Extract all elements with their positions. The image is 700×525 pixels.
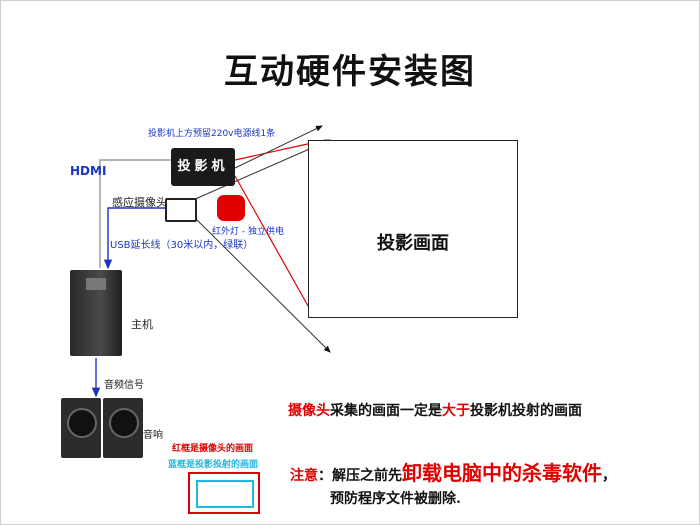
camera-device xyxy=(165,198,197,222)
warning-line2: 预防程序文件被删除. xyxy=(330,491,461,507)
projection-area-label: 投影画面 xyxy=(377,233,449,254)
host-computer xyxy=(70,270,122,356)
speaker-right xyxy=(103,398,143,458)
host-label: 主机 xyxy=(131,318,153,331)
warning-colon: ： xyxy=(318,468,332,484)
audio-signal-label: 音频信号 xyxy=(104,380,144,391)
camera-note-part3: 大于 xyxy=(442,403,470,419)
projection-area: 投影画面 xyxy=(308,140,518,318)
warning-label: 注意 xyxy=(290,468,318,484)
legend-blue-frame xyxy=(196,480,254,508)
projector-ray-mid xyxy=(234,125,323,169)
projector-ray-top xyxy=(234,142,313,161)
camera-note-part2: 采集的画面一定是 xyxy=(330,403,442,419)
camera-note-part4: 投影机投射的画面 xyxy=(470,403,582,419)
warning-part1: 解压之前先 xyxy=(332,468,402,484)
legend-blue-text: 蓝框是投影投射的画面 xyxy=(168,460,259,470)
hdmi-label: HDMI xyxy=(70,164,107,178)
ir-light-device xyxy=(217,195,245,221)
legend-red-text: 红框是摄像头的画面 xyxy=(172,444,254,454)
usb-cable xyxy=(103,207,165,270)
projector-label: 投影机 xyxy=(177,159,229,174)
camera-ray-bottom xyxy=(192,215,331,353)
hdmi-cable xyxy=(99,159,171,268)
projector-device: 投影机 xyxy=(171,148,235,186)
warning-note: 注意：解压之前先卸载电脑中的杀毒软件， xyxy=(290,457,616,486)
projector-power-label: 投影机上方预留220v电源线1条 xyxy=(148,129,276,139)
ir-light-label: 红外灯 - 独立供电 xyxy=(212,227,284,237)
speaker-left xyxy=(61,398,101,458)
legend-red-frame xyxy=(188,472,260,514)
projector-ray-bottom xyxy=(234,175,313,314)
speaker-label: 音响 xyxy=(143,430,163,441)
camera-label: 感应摄像头 xyxy=(112,196,167,209)
camera-note: 摄像头采集的画面一定是大于投影机投射的画面 xyxy=(288,400,582,420)
warning-part3: ， xyxy=(602,468,616,484)
warning-part2: 卸载电脑中的杀毒软件 xyxy=(402,461,602,485)
camera-note-part1: 摄像头 xyxy=(288,403,330,419)
camera-ray-top xyxy=(192,139,331,201)
usb-label: USB延长线（30米以内，绿联） xyxy=(110,240,254,251)
diagram-title: 互动硬件安装图 xyxy=(224,52,476,92)
